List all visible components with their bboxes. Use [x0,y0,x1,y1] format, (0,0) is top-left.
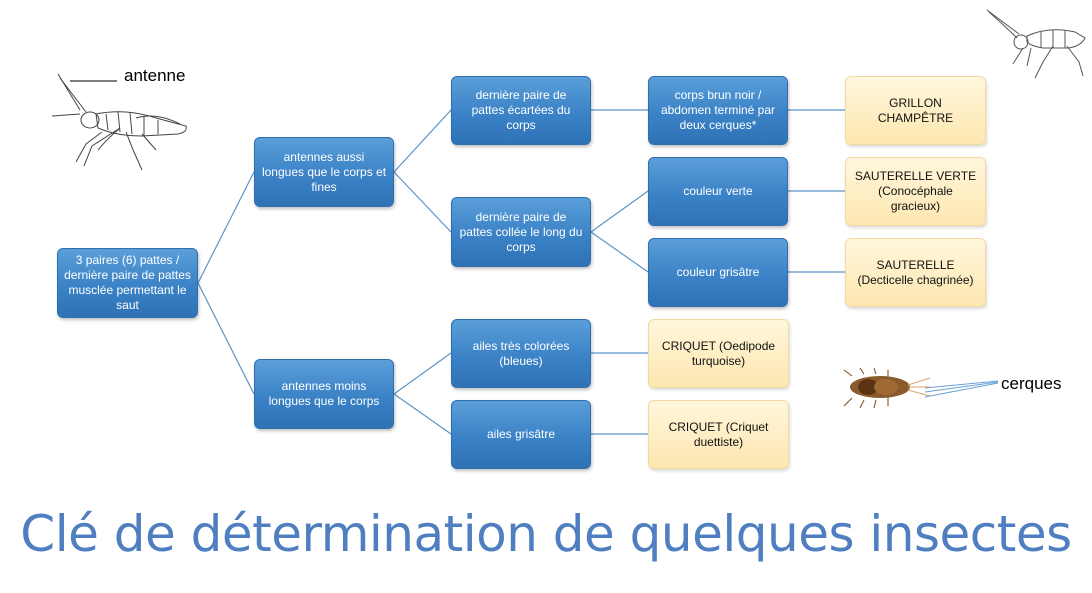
page-title: Clé de détermination de quelques insecte… [20,505,1072,563]
cerques-label: cerques [1001,374,1062,393]
result-criquet-duettiste: CRIQUET (Criquet duettiste) [648,400,789,469]
node-root: 3 paires (6) pattes / dernière paire de … [57,248,198,318]
connector-antshort-colorees [393,352,452,395]
node-ailes-grisatre: ailes grisâtre [451,400,591,469]
grasshopper-drawing-icon [51,73,187,171]
node-antennes-courtes: antennes moins longues que le corps [254,359,394,429]
antenne-label: antenne [124,66,186,85]
connector-root-antshort [197,282,255,395]
cerques-pointer-lines [924,380,999,398]
grasshopper-small-drawing-icon [986,9,1086,79]
connector-antshort-grisatre [393,393,452,435]
node-ailes-colorees: ailes très colorées (bleues) [451,319,591,388]
node-pattes-collees: dernière paire de pattes collée le long … [451,197,591,267]
connector-collees-verte [590,190,649,233]
node-pattes-ecartees: dernière paire de pattes écartées du cor… [451,76,591,145]
node-couleur-verte: couleur verte [648,157,788,226]
result-criquet-oedipode: CRIQUET (Oedipode turquoise) [648,319,789,388]
node-corps-brun-noir: corps brun noir / abdomen terminé par de… [648,76,788,145]
connector-collees-grisatre [590,231,649,273]
result-grillon-champetre: GRILLON CHAMPÊTRE [845,76,986,145]
node-couleur-grisatre: couleur grisâtre [648,238,788,307]
connector-antlong-ecartees [393,109,452,173]
result-sauterelle-verte: SAUTERELLE VERTE (Conocéphale gracieux) [845,157,986,226]
connector-antlong-collees [393,171,452,233]
larva-icon [843,368,931,409]
result-sauterelle: SAUTERELLE (Decticelle chagrinée) [845,238,986,307]
node-antennes-longues: antennes aussi longues que le corps et f… [254,137,394,207]
connector-root-antlong [197,171,255,284]
